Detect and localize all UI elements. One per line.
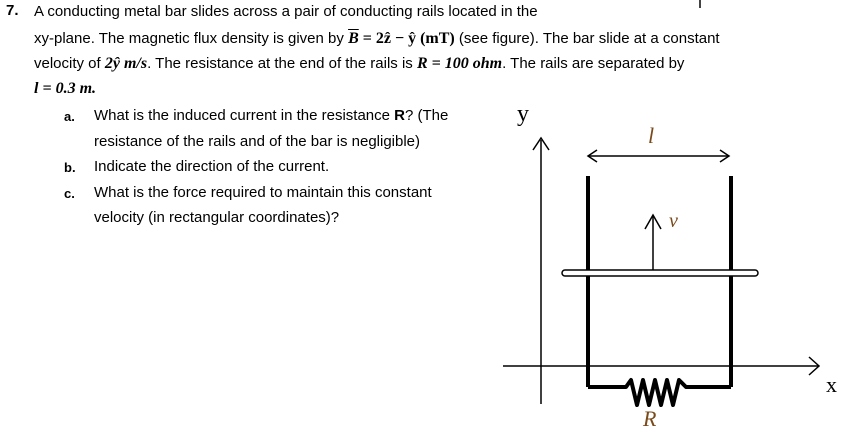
- intro-text-2b: (see figure). The bar slide at a constan…: [454, 30, 720, 47]
- intro-text-2a: xy-plane. The magnetic flux density is g…: [34, 30, 349, 47]
- part-c-line-1: What is the force required to maintain t…: [94, 184, 432, 201]
- part-a-bold-r: R: [394, 107, 405, 124]
- intro-text-3b: . The resistance at the end of the rails…: [147, 55, 417, 72]
- separation-value: l = 0.3 m.: [34, 80, 97, 97]
- part-b-label: b.: [64, 160, 76, 175]
- part-a-text-2: ? (The: [405, 107, 449, 124]
- velocity-arrow: [644, 213, 662, 272]
- velocity-value: 2ŷ m/s: [104, 55, 148, 72]
- question-number: 7.: [6, 2, 19, 19]
- part-c-label: c.: [64, 186, 75, 201]
- b-vector-symbol: B: [348, 30, 359, 47]
- part-a-label: a.: [64, 109, 75, 124]
- x-axis-label: x: [826, 372, 837, 397]
- intro-line-2: xy-plane. The magnetic flux density is g…: [34, 29, 720, 49]
- y-axis: [532, 136, 550, 404]
- separation-arrow: [586, 149, 731, 163]
- part-a-line-1: What is the induced current in the resis…: [94, 106, 448, 126]
- part-a-line-2: resistance of the rails and of the bar i…: [94, 133, 421, 150]
- resistance-value: R = 100 ohm: [416, 55, 503, 72]
- part-b-text: Indicate the direction of the current.: [94, 158, 330, 175]
- velocity-label: v: [669, 210, 678, 232]
- part-a-text: What is the induced current in the resis…: [94, 107, 395, 124]
- intro-line-3: velocity of 2ŷ m/s. The resistance at th…: [34, 54, 684, 74]
- intro-line-1: A conducting metal bar slides across a p…: [34, 2, 538, 22]
- resistor-icon: [588, 378, 731, 407]
- intro-text-3a: velocity of: [34, 55, 105, 72]
- x-axis: [503, 356, 821, 376]
- y-axis-label: y: [517, 101, 529, 127]
- sliding-bar: [561, 269, 759, 277]
- part-c-line-2: velocity (in rectangular coordinates)?: [94, 209, 340, 226]
- intro-line-4: l = 0.3 m.: [34, 79, 96, 99]
- rails-circuit: [586, 176, 733, 407]
- b-field-equation: = 2ẑ − ŷ (mT): [358, 30, 455, 47]
- intro-text-1: A conducting metal bar slides across a p…: [34, 3, 538, 20]
- resistor-label: R: [643, 406, 657, 431]
- separation-label: l: [648, 123, 655, 148]
- intro-text-3c: . The rails are separated by: [502, 55, 685, 72]
